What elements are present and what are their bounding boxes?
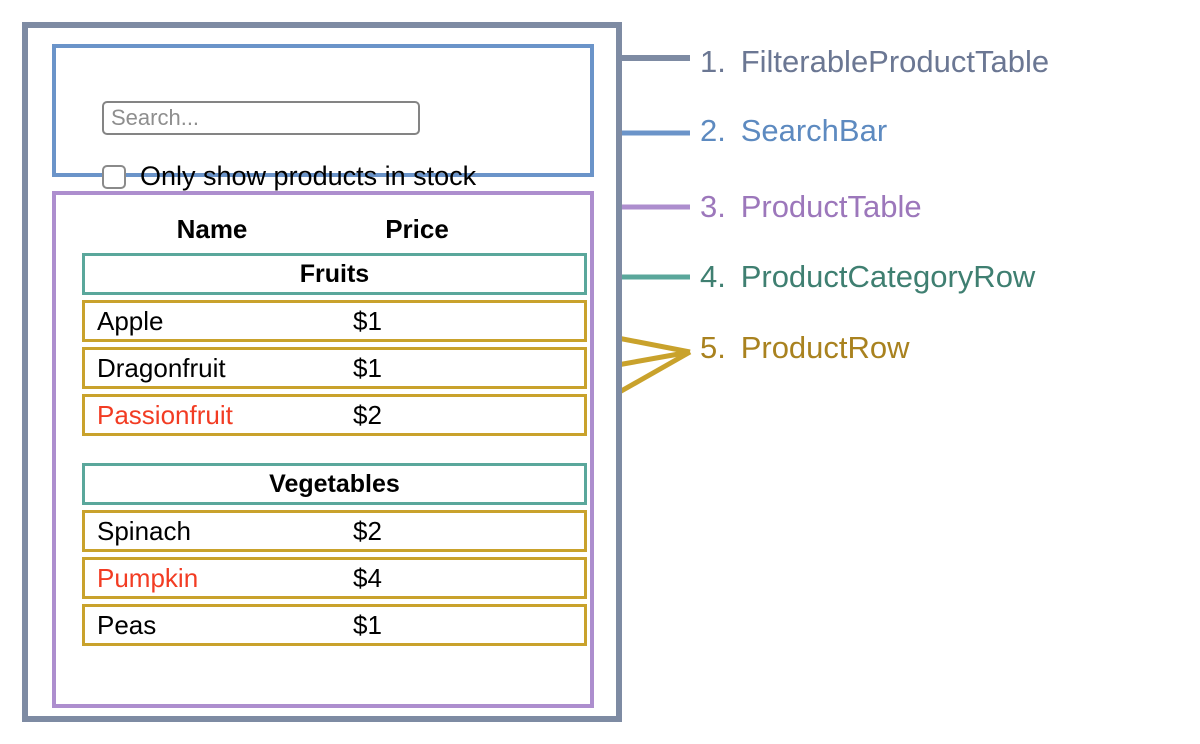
in-stock-checkbox-row[interactable]: Only show products in stock (102, 163, 476, 190)
legend-label: ProductRow (740, 330, 910, 365)
product-row: Spinach $2 (82, 510, 587, 552)
legend-item-product-row: 5. ProductRow (700, 332, 910, 363)
product-row: Passionfruit $2 (82, 394, 587, 436)
in-stock-checkbox-label: Only show products in stock (140, 161, 477, 191)
filterable-product-table-panel: Only show products in stock Name Price F… (22, 22, 622, 722)
product-price: $1 (353, 610, 382, 640)
column-header-name: Name (176, 213, 248, 244)
legend-label: ProductTable (740, 189, 922, 224)
group-separator (82, 441, 587, 463)
product-category-row: Fruits (82, 253, 587, 295)
product-rows-area: Fruits Apple $1 Dragonfruit $1 Passionfr… (82, 253, 587, 651)
legend-item-product-category-row: 4. ProductCategoryRow (700, 261, 1035, 292)
product-name: Apple (97, 306, 164, 336)
legend-item-search-bar: 2. SearchBar (700, 115, 887, 146)
product-category-label: Vegetables (269, 469, 400, 498)
legend-number: 3. (700, 189, 733, 224)
product-name: Passionfruit (97, 400, 233, 430)
table-header-row: Name Price (82, 207, 562, 251)
product-category-label: Fruits (299, 259, 370, 288)
checkbox-icon[interactable] (102, 164, 126, 189)
product-price: $4 (353, 563, 382, 593)
legend-label: FilterableProductTable (740, 44, 1050, 79)
legend-number: 2. (700, 113, 733, 148)
product-name: Peas (97, 610, 157, 640)
product-row: Pumpkin $4 (82, 557, 587, 599)
product-price: $1 (353, 353, 382, 383)
product-price: $1 (353, 306, 382, 336)
legend-item-product-table: 3. ProductTable (700, 191, 922, 222)
product-name: Dragonfruit (97, 353, 226, 383)
legend-label: ProductCategoryRow (740, 259, 1036, 294)
search-input[interactable] (102, 101, 420, 135)
product-category-row: Vegetables (82, 463, 587, 505)
product-name: Pumpkin (97, 563, 199, 593)
product-row: Apple $1 (82, 300, 587, 342)
legend-number: 4. (700, 259, 733, 294)
product-table-panel: Name Price Fruits Apple $1 Dragonfruit $… (52, 191, 594, 708)
product-row: Peas $1 (82, 604, 587, 646)
legend-label: SearchBar (740, 113, 888, 148)
legend-item-filterable-product-table: 1. FilterableProductTable (700, 46, 1049, 77)
column-header-price: Price (385, 213, 449, 244)
product-price: $2 (353, 516, 382, 546)
search-bar-panel: Only show products in stock (52, 44, 594, 190)
legend-number: 5. (700, 330, 733, 365)
product-name: Spinach (97, 516, 191, 546)
legend-number: 1. (700, 44, 733, 79)
product-row: Dragonfruit $1 (82, 347, 587, 389)
product-price: $2 (353, 400, 382, 430)
